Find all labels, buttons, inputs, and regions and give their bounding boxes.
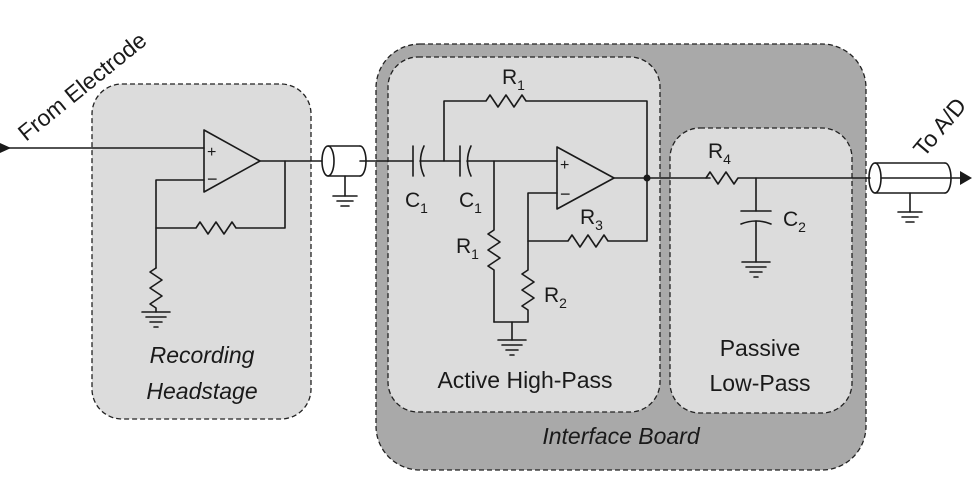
headstage-label-line2: Headstage [146, 378, 257, 404]
svg-text:+: + [560, 157, 569, 174]
svg-text:−: − [207, 169, 218, 189]
coax-cable-icon-2 [868, 162, 963, 223]
active-highpass-box [387, 56, 661, 413]
c2-label: C2 [783, 208, 806, 235]
passive-lowpass-circuit [705, 171, 871, 278]
r4-label: R4 [708, 140, 731, 167]
active-highpass-circuit: + − [412, 94, 711, 356]
c1a-label: C1 [405, 189, 428, 216]
passive-lowpass-label-line2: Low-Pass [710, 370, 811, 396]
passive-lowpass-box [669, 127, 853, 414]
headstage-circuit: + − [5, 129, 323, 328]
headstage-label-line1: Recording [150, 342, 255, 368]
passive-lowpass-label-line1: Passive [720, 335, 801, 361]
r3-label: R3 [580, 206, 603, 233]
output-label: To A/D [908, 93, 971, 162]
svg-text:+: + [207, 144, 216, 161]
r1-top-label: R1 [502, 66, 525, 93]
r2-label: R2 [544, 284, 567, 311]
svg-text:−: − [560, 184, 571, 204]
r1-shunt-label: R1 [456, 235, 479, 262]
headstage-box [91, 83, 312, 420]
c1b-label: C1 [459, 189, 482, 216]
coax-cable-icon-1 [321, 145, 414, 207]
active-highpass-label: Active High-Pass [437, 367, 612, 393]
interface-board-label: Interface Board [542, 423, 700, 449]
output-arrow-icon [960, 171, 972, 185]
